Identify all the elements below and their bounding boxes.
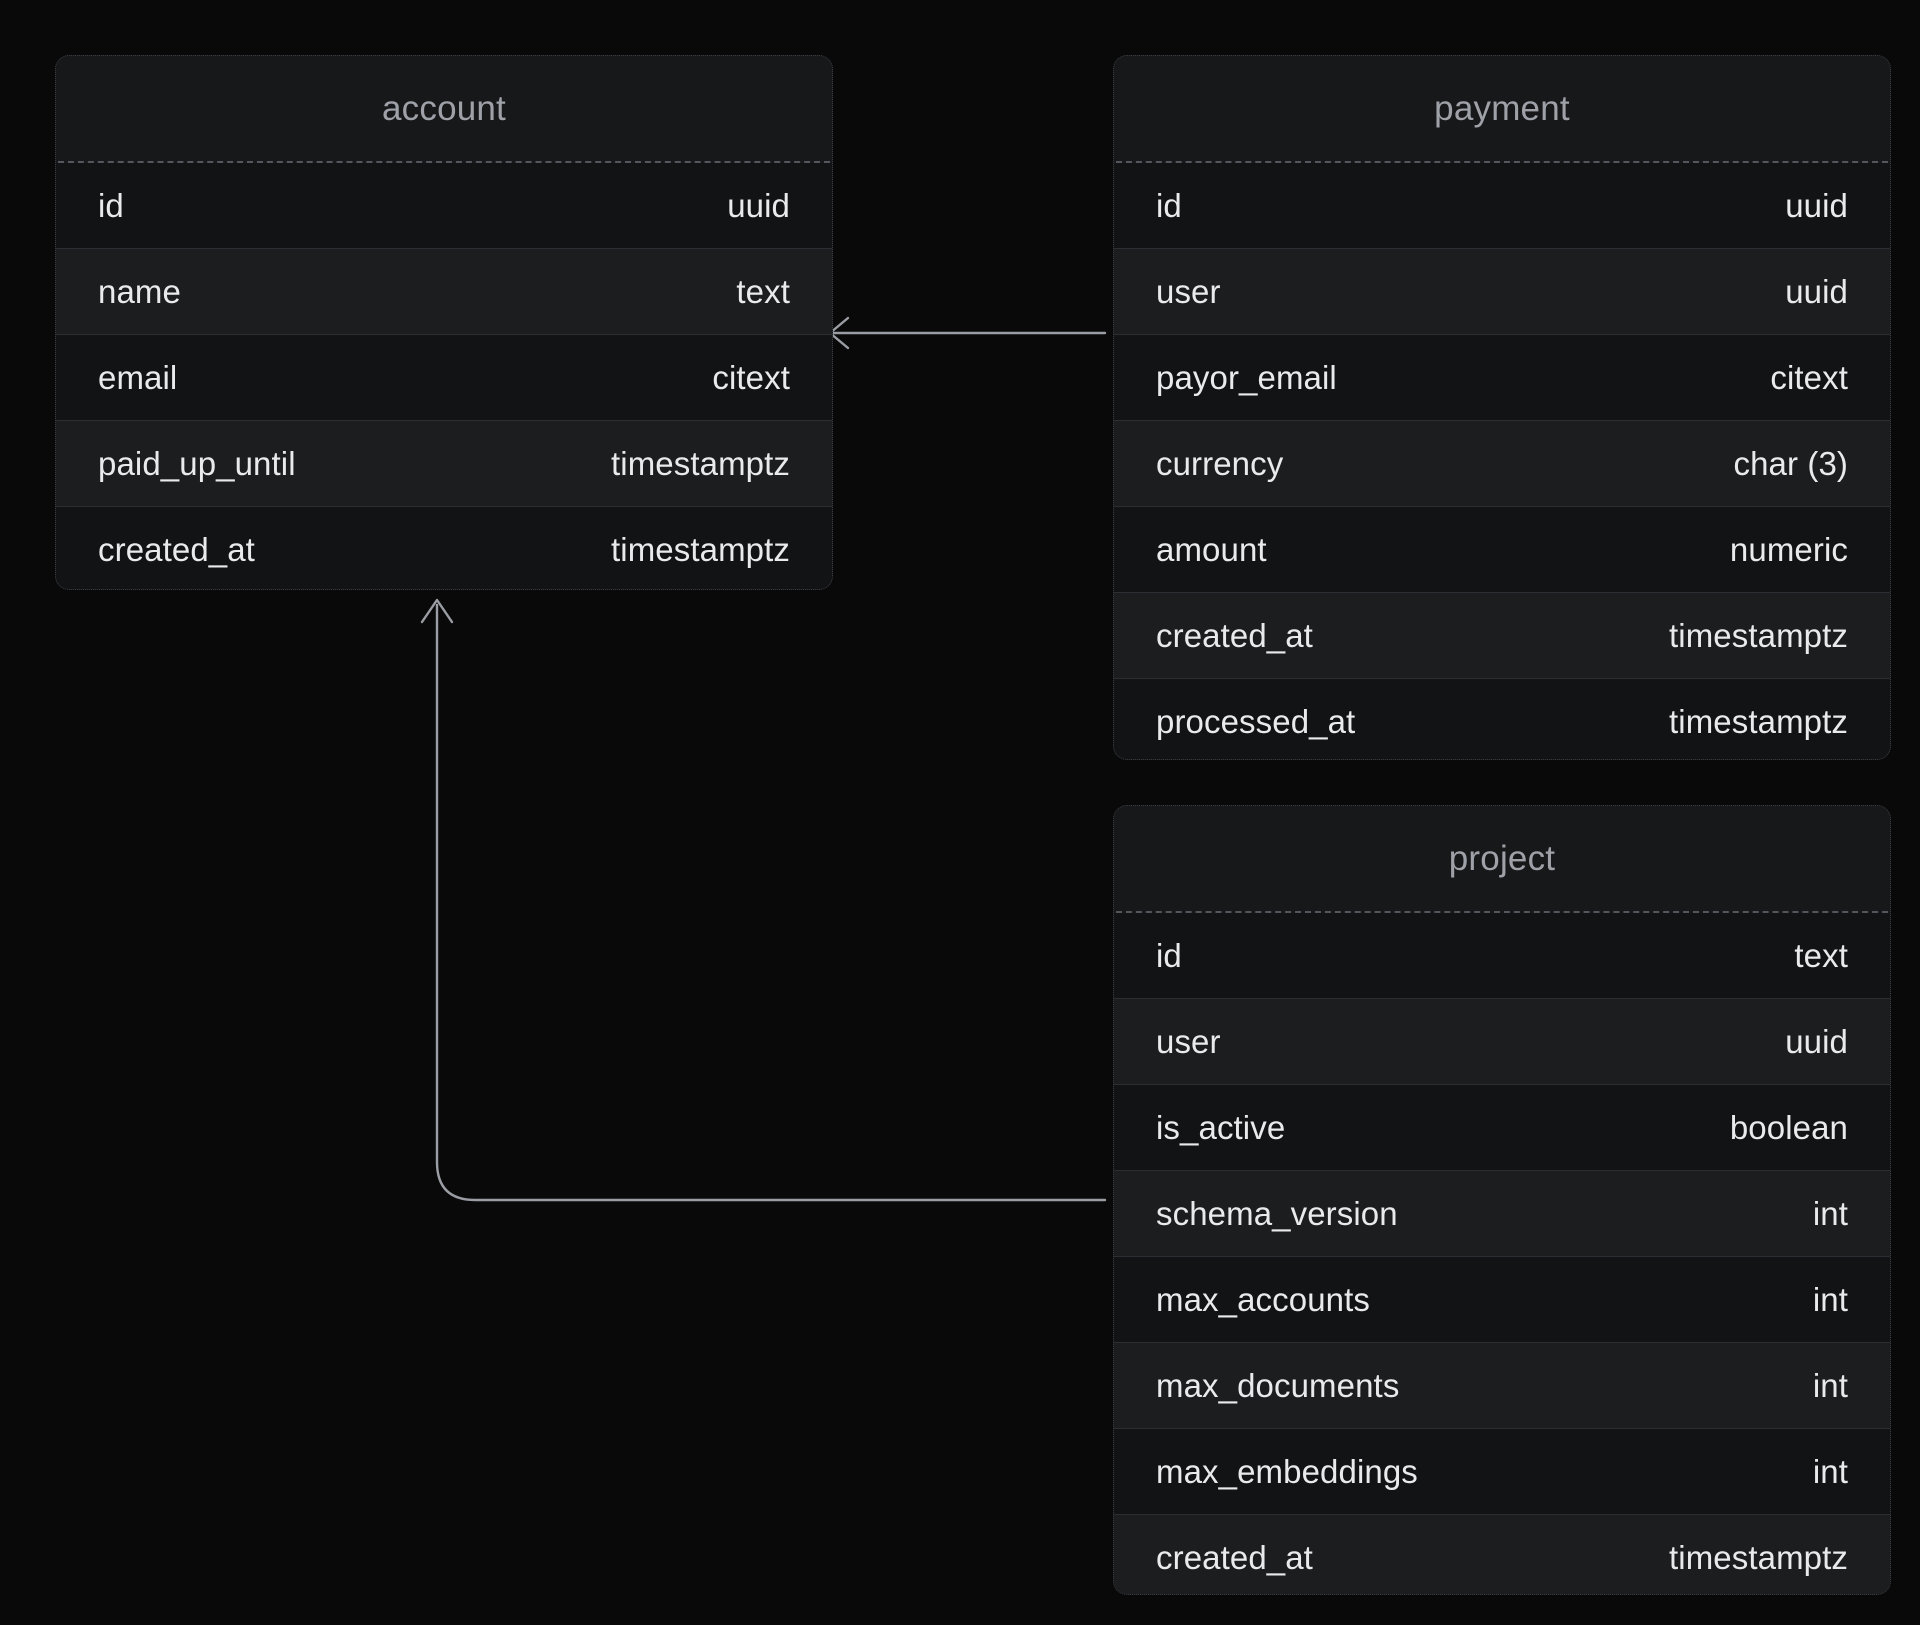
- erd-column-row[interactable]: payor_email citext: [1114, 335, 1890, 421]
- erd-column-row[interactable]: id text: [1114, 913, 1890, 999]
- erd-column-row[interactable]: created_at timestamptz: [56, 507, 832, 589]
- erd-column-name: id: [1156, 936, 1182, 974]
- erd-column-type: text: [736, 272, 790, 310]
- erd-column-row[interactable]: max_documents int: [1114, 1343, 1890, 1429]
- erd-column-type: timestamptz: [1669, 616, 1848, 654]
- erd-column-name: max_documents: [1156, 1366, 1400, 1404]
- erd-column-name: currency: [1156, 444, 1284, 482]
- erd-column-list: id text user uuid is_active boolean schema_ver…: [1114, 913, 1890, 1594]
- erd-table-payment[interactable]: payment id uuid user uuid payor_email citext cu…: [1113, 55, 1891, 760]
- erd-column-name: created_at: [98, 531, 255, 568]
- erd-table-project[interactable]: project id text user uuid is_active boolean sch…: [1113, 805, 1891, 1595]
- erd-column-name: user: [1156, 272, 1221, 310]
- erd-column-type: timestamptz: [1669, 703, 1848, 740]
- erd-column-name: created_at: [1156, 1539, 1313, 1576]
- erd-column-row[interactable]: max_accounts int: [1114, 1257, 1890, 1343]
- erd-column-type: int: [1812, 1452, 1848, 1490]
- erd-column-name: created_at: [1156, 616, 1313, 654]
- erd-column-row[interactable]: name text: [56, 249, 832, 335]
- erd-table-account[interactable]: account id uuid name text email citext paid_up_…: [55, 55, 833, 590]
- erd-column-type: timestamptz: [611, 531, 790, 568]
- erd-table-title: payment: [1114, 56, 1890, 161]
- erd-column-row[interactable]: created_at timestamptz: [1114, 1515, 1890, 1594]
- erd-column-type: citext: [1770, 358, 1848, 396]
- erd-column-row[interactable]: amount numeric: [1114, 507, 1890, 593]
- erd-column-type: citext: [712, 358, 790, 396]
- erd-column-type: char (3): [1733, 444, 1848, 482]
- relationship-project-user-to-account: [420, 598, 1107, 1202]
- erd-column-name: is_active: [1156, 1108, 1286, 1146]
- erd-column-row[interactable]: id uuid: [1114, 163, 1890, 249]
- erd-column-row[interactable]: user uuid: [1114, 999, 1890, 1085]
- erd-column-row[interactable]: is_active boolean: [1114, 1085, 1890, 1171]
- erd-column-name: max_accounts: [1156, 1280, 1370, 1318]
- erd-title-separator: [1116, 911, 1888, 913]
- erd-column-type: text: [1794, 936, 1848, 974]
- relationship-line: [435, 603, 1107, 1202]
- erd-column-name: email: [98, 358, 178, 396]
- erd-column-type: uuid: [1785, 272, 1848, 310]
- erd-column-row[interactable]: created_at timestamptz: [1114, 593, 1890, 679]
- erd-column-name: name: [98, 272, 181, 310]
- erd-column-row[interactable]: processed_at timestamptz: [1114, 679, 1890, 759]
- erd-column-name: payor_email: [1156, 358, 1337, 396]
- erd-column-type: int: [1812, 1280, 1848, 1318]
- erd-column-name: id: [98, 186, 124, 224]
- erd-column-row[interactable]: user uuid: [1114, 249, 1890, 335]
- erd-column-row[interactable]: schema_version int: [1114, 1171, 1890, 1257]
- relationship-arrowhead-icon: [420, 598, 454, 624]
- erd-column-name: amount: [1156, 530, 1267, 568]
- erd-column-row[interactable]: currency char (3): [1114, 421, 1890, 507]
- erd-column-type: uuid: [1785, 1022, 1848, 1060]
- erd-column-type: int: [1812, 1366, 1848, 1404]
- erd-title-separator: [1116, 161, 1888, 163]
- erd-title-separator: [58, 161, 830, 163]
- erd-column-row[interactable]: email citext: [56, 335, 832, 421]
- erd-column-type: boolean: [1729, 1108, 1848, 1146]
- relationship-payment-user-to-account: [828, 316, 1107, 350]
- erd-column-type: timestamptz: [611, 444, 790, 482]
- erd-column-row[interactable]: max_embeddings int: [1114, 1429, 1890, 1515]
- erd-column-type: uuid: [1785, 186, 1848, 224]
- erd-column-name: paid_up_until: [98, 444, 296, 482]
- erd-column-type: numeric: [1729, 530, 1848, 568]
- erd-column-type: int: [1812, 1194, 1848, 1232]
- erd-column-type: timestamptz: [1669, 1539, 1848, 1576]
- erd-column-name: schema_version: [1156, 1194, 1398, 1232]
- erd-column-name: processed_at: [1156, 703, 1356, 740]
- erd-column-name: id: [1156, 186, 1182, 224]
- erd-column-row[interactable]: id uuid: [56, 163, 832, 249]
- erd-column-name: user: [1156, 1022, 1221, 1060]
- erd-column-type: uuid: [727, 186, 790, 224]
- erd-table-title: project: [1114, 806, 1890, 911]
- erd-column-row[interactable]: paid_up_until timestamptz: [56, 421, 832, 507]
- erd-table-title: account: [56, 56, 832, 161]
- erd-column-name: max_embeddings: [1156, 1452, 1418, 1490]
